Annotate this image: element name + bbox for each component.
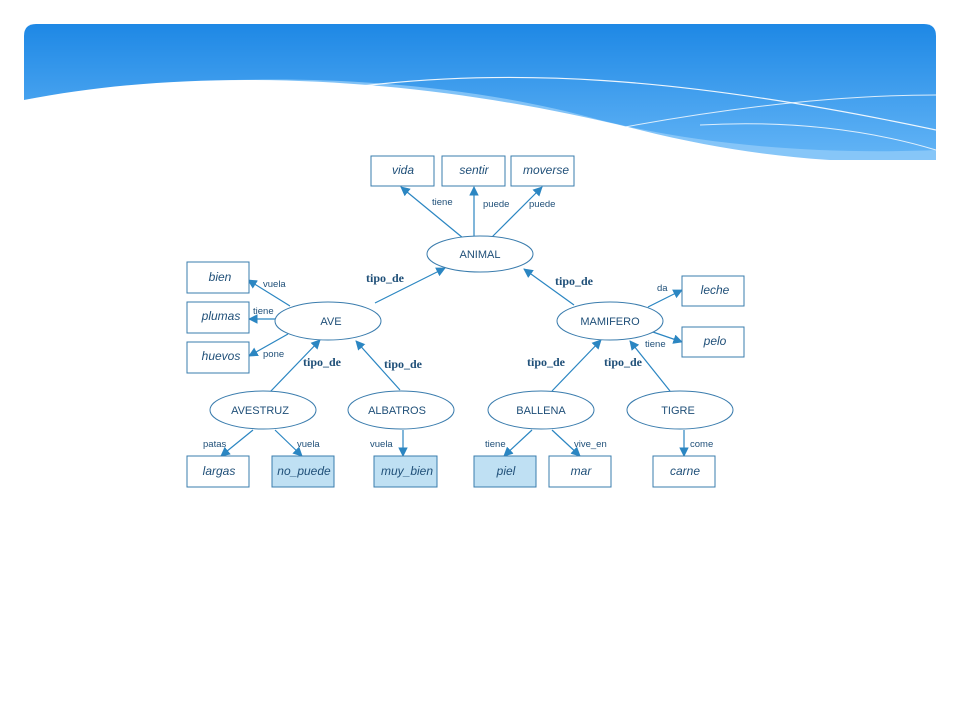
- box-plumas-label: plumas: [201, 309, 241, 323]
- edge-tigre-mamifero: [629, 340, 671, 392]
- box-moverse: moverse: [510, 155, 575, 187]
- edge-ballena-mamifero: [551, 339, 602, 392]
- node-mamifero: MAMIFERO: [556, 301, 664, 341]
- edge-ave-animal: [374, 267, 446, 304]
- label-ave-tiene: tiene: [253, 306, 274, 317]
- label-mamifero-tipo-de: tipo_de: [555, 274, 594, 288]
- box-mar: mar: [548, 455, 612, 488]
- box-leche: leche: [681, 275, 745, 307]
- box-sentir-label: sentir: [459, 163, 489, 177]
- node-tigre-label: TIGRE: [661, 405, 695, 417]
- node-animal: ANIMAL: [426, 235, 534, 273]
- node-avestruz: AVESTRUZ: [209, 390, 317, 430]
- header-banner: [24, 24, 937, 720]
- edge-animal-moverse: [491, 186, 543, 238]
- box-muy-bien: muy_bien: [373, 455, 438, 488]
- label-ballena-vive-en: vive_en: [574, 439, 607, 450]
- label-mamifero-tiene: tiene: [645, 339, 666, 350]
- label-mamifero-da: da: [657, 283, 668, 294]
- box-huevos-label: huevos: [202, 349, 241, 363]
- label-albatros-tipo-de: tipo_de: [384, 357, 423, 371]
- concept-nodes: ANIMAL AVE MAMIFERO AVESTRUZ ALBATROS BA…: [209, 235, 734, 430]
- edge-ave-huevos: [248, 333, 289, 357]
- label-ballena-tipo-de: tipo_de: [527, 355, 566, 369]
- box-vida: vida: [370, 155, 435, 187]
- edge-animal-vida: [400, 186, 464, 239]
- box-pelo-label: pelo: [703, 334, 727, 348]
- label-animal-puede-1: puede: [483, 199, 509, 210]
- box-moverse-label: moverse: [523, 163, 569, 177]
- label-ave-pone: pone: [263, 349, 284, 360]
- label-ballena-tiene: tiene: [485, 439, 506, 450]
- edge-ballena-piel: [503, 429, 533, 457]
- box-pelo: pelo: [681, 326, 745, 358]
- box-largas-label: largas: [203, 464, 236, 478]
- node-albatros: ALBATROS: [347, 390, 455, 430]
- node-mamifero-label: MAMIFERO: [580, 316, 640, 328]
- edge-ave-bien: [247, 279, 291, 307]
- edge-labels: tiene puede puede vuela tiene pone da ti…: [203, 197, 713, 450]
- edge-avestruz-largas: [220, 429, 254, 457]
- label-tigre-tipo-de: tipo_de: [604, 355, 643, 369]
- node-ballena-label: BALLENA: [516, 405, 566, 417]
- edge-mamifero-animal: [523, 268, 575, 306]
- box-bien: bien: [186, 261, 250, 294]
- label-tigre-come: come: [690, 439, 713, 450]
- box-mar-label: mar: [571, 464, 593, 478]
- node-avestruz-label: AVESTRUZ: [231, 405, 289, 417]
- edge-albatros-ave: [355, 340, 401, 391]
- box-vida-label: vida: [392, 163, 414, 177]
- box-muy-bien-label: muy_bien: [381, 464, 433, 478]
- node-animal-label: ANIMAL: [460, 249, 501, 261]
- label-ave-vuela: vuela: [263, 279, 286, 290]
- edges: [220, 186, 689, 457]
- label-avestruz-tipo-de: tipo_de: [303, 355, 342, 369]
- value-boxes: vida sentir moverse bien plumas huevos l…: [186, 155, 745, 488]
- label-ave-tipo-de: tipo_de: [366, 271, 405, 285]
- box-piel-label: piel: [496, 464, 516, 478]
- label-avestruz-patas: patas: [203, 439, 226, 450]
- box-carne: carne: [652, 455, 716, 488]
- label-albatros-vuela: vuela: [370, 439, 393, 450]
- node-albatros-label: ALBATROS: [368, 405, 426, 417]
- edge-ballena-mar: [551, 429, 581, 457]
- label-avestruz-vuela: vuela: [297, 439, 320, 450]
- box-bien-label: bien: [209, 270, 232, 284]
- label-animal-puede-2: puede: [529, 199, 555, 210]
- box-carne-label: carne: [670, 464, 700, 478]
- node-ballena: BALLENA: [487, 390, 595, 430]
- edge-avestruz-ave: [269, 339, 321, 393]
- box-sentir: sentir: [441, 155, 506, 187]
- box-no-puede-label: no_puede: [277, 464, 331, 478]
- box-piel: piel: [473, 455, 537, 488]
- box-leche-label: leche: [701, 283, 730, 297]
- label-animal-tiene: tiene: [432, 197, 453, 208]
- node-tigre: TIGRE: [626, 390, 734, 430]
- box-no-puede: no_puede: [271, 455, 335, 488]
- box-plumas: plumas: [186, 301, 250, 334]
- edge-mamifero-leche: [647, 289, 683, 308]
- box-largas: largas: [186, 455, 250, 488]
- edge-avestruz-no-puede: [274, 429, 303, 457]
- node-ave-label: AVE: [320, 316, 341, 328]
- edge-mamifero-pelo: [649, 330, 683, 344]
- node-ave: AVE: [274, 301, 382, 341]
- box-huevos: huevos: [186, 341, 250, 374]
